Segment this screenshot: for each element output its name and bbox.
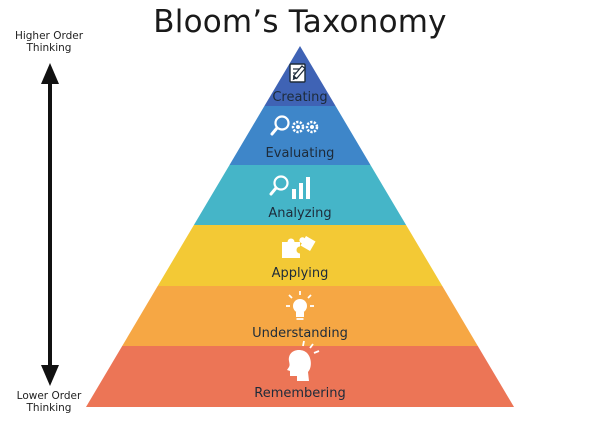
head-idea-icon [287,340,320,381]
level-label-evaluating: Evaluating [266,146,335,161]
higher-order-label: Higher Order Thinking [14,30,84,54]
thinking-order-arrow [41,63,59,386]
arrow-head-down [41,365,59,386]
magnifier-gears-icon [270,115,319,136]
lower-order-label: Lower Order Thinking [16,390,82,414]
magnifier-bar-chart-icon [269,175,310,199]
diagram-title: Bloom’s Taxonomy [153,4,447,40]
arrow-head-up [41,63,59,84]
level-label-creating: Creating [272,90,327,105]
level-label-applying: Applying [272,266,329,281]
level-label-remembering: Remembering [254,386,345,401]
lightbulb-icon [286,291,314,320]
level-label-analyzing: Analyzing [268,206,331,221]
level-label-understanding: Understanding [252,326,348,341]
level-band-evaluating [229,106,371,165]
puzzle-pieces-icon [282,236,316,258]
document-pencil-icon [289,63,306,83]
